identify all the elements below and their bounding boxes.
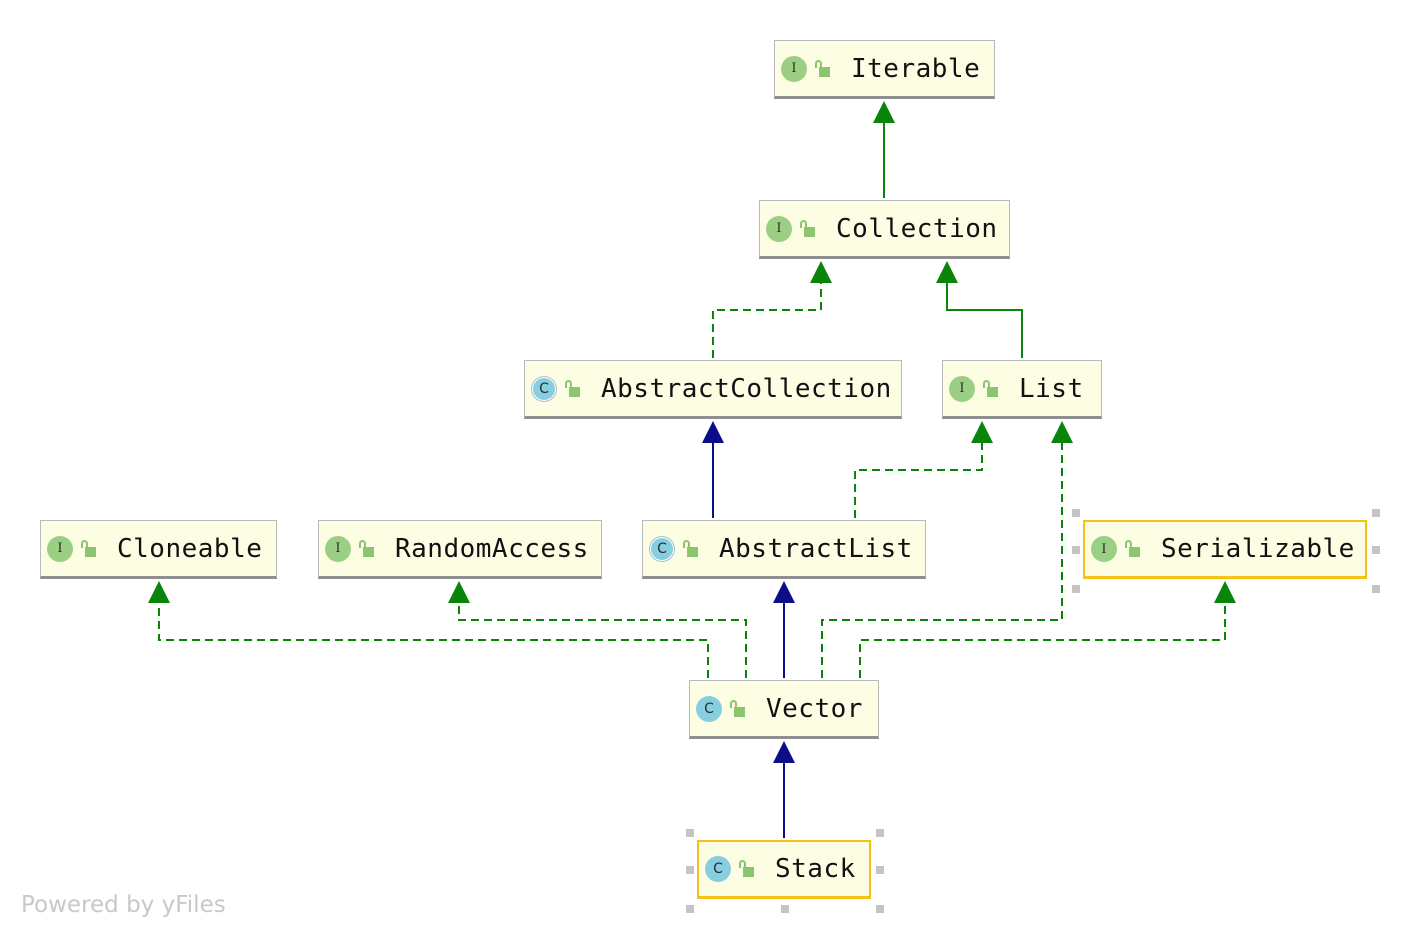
interface-icon: I xyxy=(325,535,351,562)
node-label: AbstractCollection xyxy=(601,373,892,404)
node-iterable[interactable]: I Iterable xyxy=(774,40,995,99)
interface-icon: I xyxy=(766,215,792,242)
unlocked-padlock-icon xyxy=(813,59,833,79)
node-collection[interactable]: I Collection xyxy=(759,200,1010,259)
unlocked-padlock-icon xyxy=(737,859,757,879)
arrowhead-collection-left xyxy=(810,261,832,283)
node-abstractcollection[interactable]: C AbstractCollection xyxy=(524,360,902,419)
unlocked-padlock-icon xyxy=(981,379,1001,399)
resize-handle[interactable] xyxy=(1072,509,1080,517)
abstract-class-icon: C xyxy=(649,535,675,562)
arrowhead-list-right xyxy=(1051,421,1073,443)
node-abstractlist[interactable]: C AbstractList xyxy=(642,520,926,579)
edge-list-collection[interactable] xyxy=(946,282,1023,358)
node-vector[interactable]: C Vector xyxy=(689,680,879,739)
edge-abstractcollection-collection[interactable] xyxy=(712,282,822,358)
node-serializable[interactable]: I Serializable xyxy=(1083,520,1367,579)
arrowhead-iterable xyxy=(873,101,895,123)
class-icon: C xyxy=(696,695,722,722)
node-label: Cloneable xyxy=(117,533,263,564)
arrowhead-cloneable xyxy=(148,581,170,603)
node-randomaccess[interactable]: I RandomAccess xyxy=(318,520,602,579)
resize-handle[interactable] xyxy=(1072,546,1080,554)
arrowhead-collection-right xyxy=(936,261,958,283)
node-label: Serializable xyxy=(1161,534,1355,564)
node-label: Collection xyxy=(836,213,998,244)
unlocked-padlock-icon xyxy=(728,699,748,719)
resize-handle[interactable] xyxy=(876,829,884,837)
node-label: Iterable xyxy=(851,53,981,84)
edge-vector-list[interactable] xyxy=(821,442,1063,678)
resize-handle[interactable] xyxy=(686,829,694,837)
resize-handle[interactable] xyxy=(1072,585,1080,593)
resize-handle[interactable] xyxy=(781,905,789,913)
arrowhead-abstractcollection xyxy=(702,421,724,443)
resize-handle[interactable] xyxy=(1372,585,1380,593)
resize-handle[interactable] xyxy=(1372,509,1380,517)
node-list[interactable]: I List xyxy=(942,360,1102,419)
edge-vector-cloneable[interactable] xyxy=(158,602,709,678)
node-label: RandomAccess xyxy=(395,533,589,564)
node-label: Stack xyxy=(775,854,856,884)
resize-handle[interactable] xyxy=(876,905,884,913)
arrowhead-abstractlist xyxy=(773,581,795,603)
arrowhead-list-left xyxy=(971,421,993,443)
node-label: Vector xyxy=(766,693,863,724)
interface-icon: I xyxy=(47,535,73,562)
arrowhead-vector xyxy=(773,741,795,763)
node-cloneable[interactable]: I Cloneable xyxy=(40,520,277,579)
node-label: AbstractList xyxy=(719,533,913,564)
unlocked-padlock-icon xyxy=(681,539,701,559)
node-label: List xyxy=(1019,373,1084,404)
edge-abstractlist-list[interactable] xyxy=(854,442,983,518)
abstract-class-icon: C xyxy=(531,375,557,402)
interface-icon: I xyxy=(949,375,975,402)
arrowhead-serializable xyxy=(1214,581,1236,603)
interface-icon: I xyxy=(1091,536,1117,562)
unlocked-padlock-icon xyxy=(798,219,818,239)
resize-handle[interactable] xyxy=(686,866,694,874)
edge-vector-serializable[interactable] xyxy=(859,602,1226,678)
resize-handle[interactable] xyxy=(686,905,694,913)
interface-icon: I xyxy=(781,55,807,82)
unlocked-padlock-icon xyxy=(357,539,377,559)
unlocked-padlock-icon xyxy=(79,539,99,559)
resize-handle[interactable] xyxy=(876,866,884,874)
resize-handle[interactable] xyxy=(1372,546,1380,554)
unlocked-padlock-icon xyxy=(563,379,583,399)
powered-by-watermark: Powered by yFiles xyxy=(21,892,226,918)
class-icon: C xyxy=(705,856,731,882)
edge-vector-randomaccess[interactable] xyxy=(458,602,747,678)
arrowhead-randomaccess xyxy=(448,581,470,603)
node-stack[interactable]: C Stack xyxy=(697,840,871,899)
unlocked-padlock-icon xyxy=(1123,539,1143,559)
